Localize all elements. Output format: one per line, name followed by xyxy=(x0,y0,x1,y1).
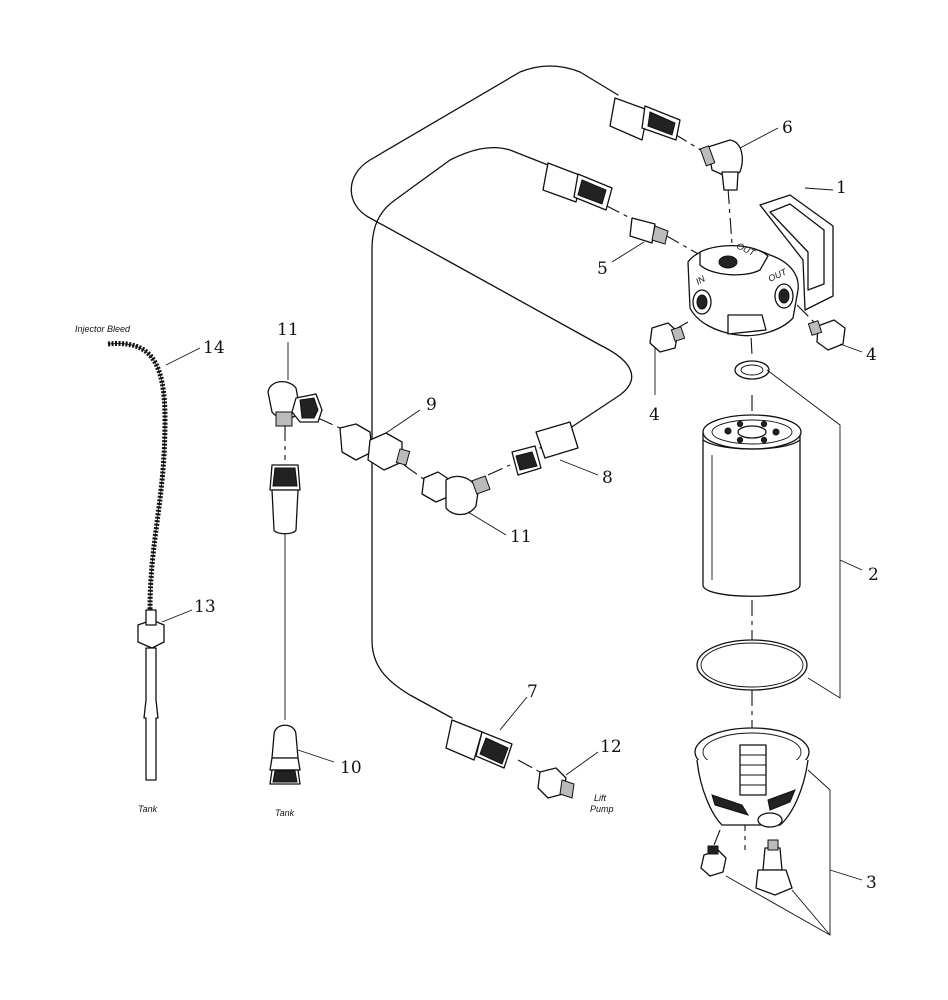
callout-5: 5 xyxy=(597,259,608,279)
union-fitting-9 xyxy=(339,423,411,471)
drain-plug-left xyxy=(700,845,727,877)
hose-fitting-top xyxy=(609,97,681,141)
callout-12: 12 xyxy=(600,737,622,757)
label-lift: Lift xyxy=(594,793,607,803)
drain-valve-right xyxy=(755,839,793,896)
water-separator-bowl-3 xyxy=(694,727,810,828)
centerline-drain-plug xyxy=(711,829,721,851)
fuel-hose-outer xyxy=(350,65,633,449)
hose-fitting-mid xyxy=(542,162,613,211)
plug-4-right xyxy=(807,319,846,351)
adapter-fitting-5 xyxy=(629,217,669,245)
centerline-5b xyxy=(664,234,701,256)
callout-8: 8 xyxy=(602,468,613,488)
elbow-fitting-11-upper xyxy=(267,381,323,427)
fuel-hose-inner xyxy=(371,147,549,719)
callout-1: 1 xyxy=(836,178,847,198)
callout-6: 6 xyxy=(782,118,793,138)
label-pump: Pump xyxy=(590,804,614,814)
callout-9: 9 xyxy=(426,395,437,415)
centerline-6-head xyxy=(727,187,734,259)
tank-tube-13 xyxy=(143,647,159,781)
spin-on-filter-2 xyxy=(702,414,802,597)
elbow-fitting-11-lower xyxy=(421,471,491,516)
centerline-9-11 xyxy=(403,464,426,481)
callout-2: 2 xyxy=(868,565,879,585)
hose-fitting-upper-10 xyxy=(269,464,301,535)
hose-fitting-8 xyxy=(511,421,579,476)
callout-4-left: 4 xyxy=(649,405,660,425)
adapter-fitting-12 xyxy=(537,767,575,799)
plug-4-left xyxy=(649,322,686,353)
leader-lines xyxy=(161,127,863,936)
centerline-11-9 xyxy=(317,417,341,429)
callout-4-right: 4 xyxy=(866,345,877,365)
filter-o-ring xyxy=(734,360,770,380)
label-tank-mid: Tank xyxy=(275,808,295,818)
centerline-7-12 xyxy=(517,759,541,773)
hose-fitting-7 xyxy=(445,719,513,769)
injector-bleed-line-14 xyxy=(107,341,168,611)
elbow-fitting-6 xyxy=(699,139,743,191)
callout-14: 14 xyxy=(203,338,225,358)
bowl-gasket xyxy=(696,639,808,691)
centerline-11-8 xyxy=(487,464,511,476)
callout-7: 7 xyxy=(527,682,538,702)
compression-nut-13 xyxy=(137,609,165,649)
callout-11-lower: 11 xyxy=(510,527,532,547)
callout-10: 10 xyxy=(340,758,362,778)
callout-3: 3 xyxy=(866,873,877,893)
filter-head-1: OUT IN OUT xyxy=(687,194,834,337)
label-tank-left: Tank xyxy=(138,804,158,814)
hose-fitting-lower-10 xyxy=(269,724,301,785)
callout-11-upper: 11 xyxy=(277,320,299,340)
callout-13: 13 xyxy=(194,597,216,617)
label-injector-bleed: Injector Bleed xyxy=(75,324,131,334)
